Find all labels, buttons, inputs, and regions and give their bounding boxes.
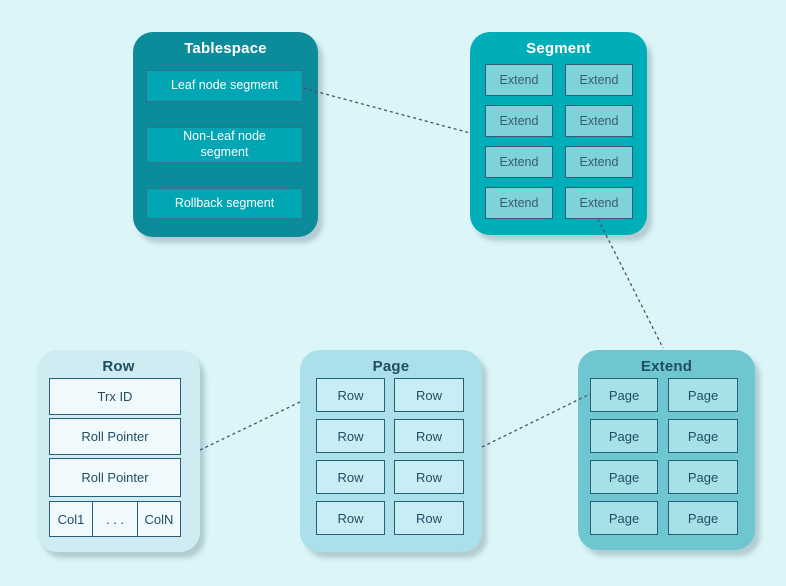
extend-page-cell: Page: [590, 419, 658, 453]
page-row-cell: Row: [316, 460, 385, 494]
segment-title: Segment: [526, 40, 591, 57]
segment-extend-cell: Extend: [565, 105, 633, 137]
extend-page-cell: Page: [590, 460, 658, 494]
non-leaf-node-segment-box: Non-Leaf node segment: [146, 127, 303, 163]
segment-extend-cell: Extend: [565, 187, 633, 219]
extend-node: Extend Page Page Page Page Page Page Pag…: [578, 350, 755, 550]
segment-node: Segment Extend Extend Extend Extend Exte…: [470, 32, 647, 235]
extend-page-cell: Page: [668, 501, 738, 535]
col-ellipsis-cell: . . .: [92, 501, 138, 537]
roll-pointer-box: Roll Pointer: [49, 458, 181, 497]
rollback-segment-box: Rollback segment: [146, 188, 303, 219]
tablespace-node: Tablespace Leaf node segment Non-Leaf no…: [133, 32, 318, 237]
extend-page-cell: Page: [590, 378, 658, 412]
segment-cell-grid: Extend Extend Extend Extend Extend Exten…: [485, 64, 633, 219]
segment-extend-cell: Extend: [565, 64, 633, 96]
extend-title: Extend: [640, 358, 693, 375]
segment-extend-cell: Extend: [485, 146, 553, 178]
segment-extend-cell: Extend: [485, 187, 553, 219]
leaf-node-segment-box: Leaf node segment: [146, 70, 303, 102]
segment-extend-cell: Extend: [485, 105, 553, 137]
extend-page-cell: Page: [668, 460, 738, 494]
extend-page-cell: Page: [668, 378, 738, 412]
page-row-cell: Row: [316, 501, 385, 535]
trx-id-box: Trx ID: [49, 378, 181, 415]
row-node: Row Trx ID Roll Pointer Roll Pointer Col…: [37, 350, 200, 552]
page-title: Page: [372, 358, 410, 375]
row-columns-strip: Col1 . . . ColN: [49, 501, 181, 537]
extend-page-cell: Page: [590, 501, 658, 535]
connector-segment-to-extend: [597, 218, 664, 349]
connector-leaf-segment-to-segment: [302, 87, 471, 134]
extend-page-cell: Page: [668, 419, 738, 453]
page-row-cell: Row: [394, 501, 464, 535]
segment-extend-cell: Extend: [565, 146, 633, 178]
connector-row-to-page: [199, 401, 301, 451]
page-cell-grid: Row Row Row Row Row Row Row Row: [316, 378, 464, 535]
col1-cell: Col1: [49, 501, 93, 537]
colN-cell: ColN: [137, 501, 181, 537]
page-node: Page Row Row Row Row Row Row Row Row: [300, 350, 482, 552]
segment-extend-cell: Extend: [485, 64, 553, 96]
tablespace-title: Tablespace: [184, 40, 267, 57]
page-row-cell: Row: [394, 419, 464, 453]
page-row-cell: Row: [316, 378, 385, 412]
row-title: Row: [102, 358, 135, 375]
page-row-cell: Row: [394, 378, 464, 412]
extend-cell-grid: Page Page Page Page Page Page Page Page: [590, 378, 738, 535]
page-row-cell: Row: [316, 419, 385, 453]
page-row-cell: Row: [394, 460, 464, 494]
connector-page-to-extend: [481, 393, 591, 448]
roll-pointer-box: Roll Pointer: [49, 418, 181, 455]
